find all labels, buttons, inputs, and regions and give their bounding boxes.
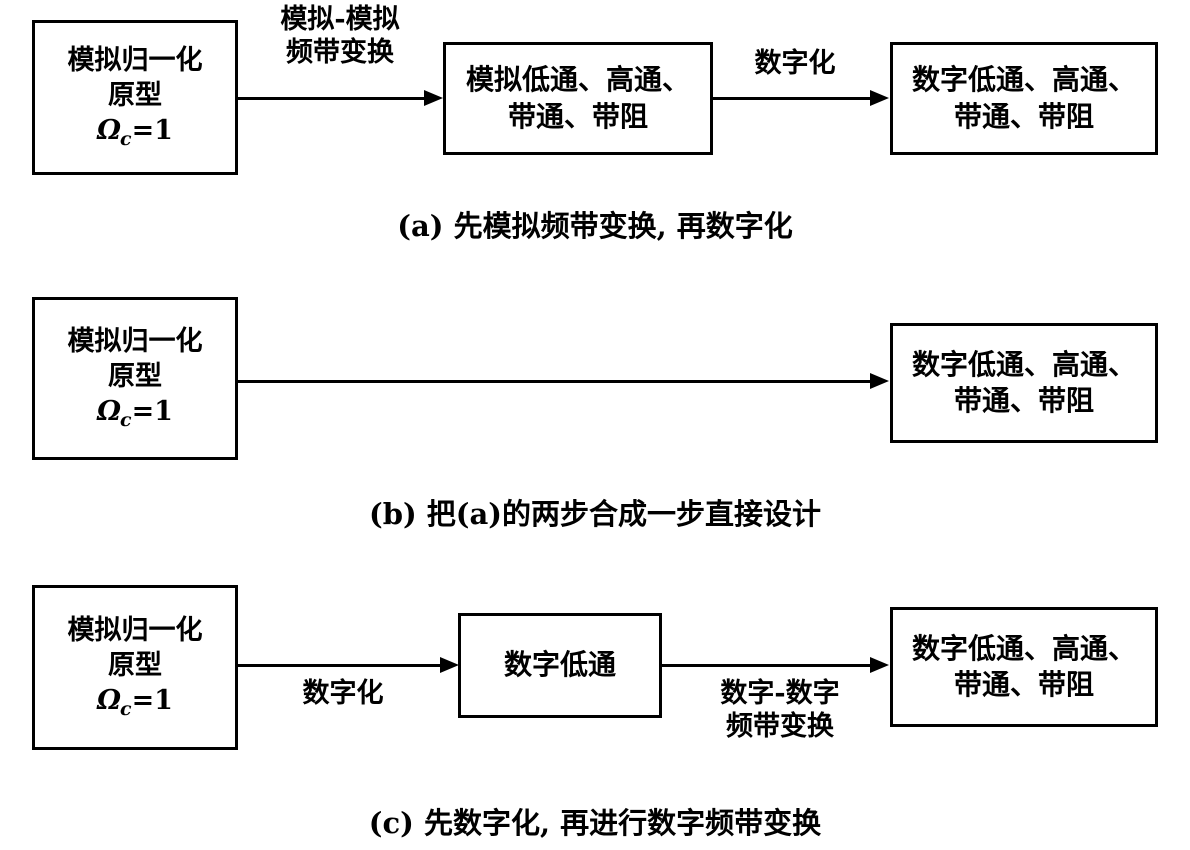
digital-transform-label-line-1: 数字-数字 [720, 678, 840, 709]
omega-symbol: Ω [97, 396, 122, 428]
section-c-analog-prototype-box: 模拟归一化 原型 Ωc=1 [32, 585, 238, 750]
analog-prototype-cutoff: Ωc=1 [97, 113, 173, 151]
section-c-arrow-2-head [870, 657, 889, 673]
section-a-caption: (a) 先模拟频带变换, 再数字化 [397, 209, 793, 243]
section-c-arrow-1-line [238, 664, 440, 667]
omega-subscript: c [120, 128, 132, 151]
omega-equation: =1 [131, 115, 173, 147]
digital-filters-line-1: 数字低通、高通、 [911, 63, 1136, 97]
digital-filters-line-2: 带通、带阻 [953, 384, 1094, 417]
omega-symbol: Ω [97, 685, 122, 717]
analog-prototype-line-1: 模拟归一化 [67, 326, 203, 358]
analog-prototype-line-2: 原型 [108, 80, 162, 112]
section-b-arrow-line [238, 380, 870, 383]
section-a-analog-filters-box: 模拟低通、高通、 带通、带阻 [443, 42, 713, 155]
digital-lowpass-label: 数字低通 [503, 648, 616, 682]
section-c-digital-lowpass-box: 数字低通 [458, 613, 662, 718]
section-a-arrow-2-label: 数字化 [720, 48, 870, 81]
section-c-arrow-2-line [662, 664, 870, 667]
section-b-digital-filters-box: 数字低通、高通、 带通、带阻 [890, 323, 1158, 443]
analog-transform-label-line-1: 模拟-模拟 [280, 4, 400, 35]
section-b-caption: (b) 把(a)的两步合成一步直接设计 [368, 497, 822, 531]
analog-prototype-line-1: 模拟归一化 [67, 615, 203, 647]
section-a-arrow-1-line [238, 97, 424, 100]
analog-transform-label-line-2: 频带变换 [286, 36, 394, 68]
digitize-label: 数字化 [754, 48, 836, 79]
digital-filters-line-1: 数字低通、高通、 [911, 347, 1136, 381]
omega-subscript: c [120, 409, 132, 432]
section-c-arrow-2-label: 数字-数字 频带变换 [690, 678, 870, 744]
section-a-arrow-1-label: 模拟-模拟 频带变换 [245, 4, 435, 70]
section-b-arrow-head [870, 373, 889, 389]
analog-prototype-cutoff: Ωc=1 [97, 683, 173, 721]
section-c-arrow-1-label: 数字化 [302, 678, 384, 709]
section-a-arrow-2-head [870, 90, 889, 106]
section-a-arrow-1-head [424, 90, 443, 106]
analog-prototype-line-2: 原型 [108, 650, 162, 682]
section-c-arrow-1-head [440, 657, 459, 673]
section-c-caption: (c) 先数字化, 再进行数字频带变换 [368, 806, 822, 840]
digital-transform-label-line-2: 频带变换 [726, 710, 834, 742]
section-c-digital-filters-box: 数字低通、高通、 带通、带阻 [890, 607, 1158, 727]
section-a-analog-prototype-box: 模拟归一化 原型 Ωc=1 [32, 20, 238, 175]
omega-equation: =1 [131, 685, 173, 717]
digital-filters-line-2: 带通、带阻 [953, 99, 1094, 133]
digital-filters-line-1: 数字低通、高通、 [911, 631, 1136, 665]
section-a-arrow-2-line [713, 97, 870, 100]
analog-filters-line-2: 带通、带阻 [507, 99, 648, 133]
digital-filters-line-2: 带通、带阻 [953, 668, 1094, 701]
analog-prototype-cutoff: Ωc=1 [97, 394, 173, 432]
section-b-analog-prototype-box: 模拟归一化 原型 Ωc=1 [32, 297, 238, 460]
analog-filters-line-1: 模拟低通、高通、 [465, 63, 690, 97]
omega-subscript: c [120, 698, 132, 721]
omega-equation: =1 [131, 396, 173, 428]
omega-symbol: Ω [97, 115, 122, 147]
analog-prototype-line-1: 模拟归一化 [67, 45, 203, 77]
analog-prototype-line-2: 原型 [108, 361, 162, 393]
section-a-digital-filters-box: 数字低通、高通、 带通、带阻 [890, 42, 1158, 155]
